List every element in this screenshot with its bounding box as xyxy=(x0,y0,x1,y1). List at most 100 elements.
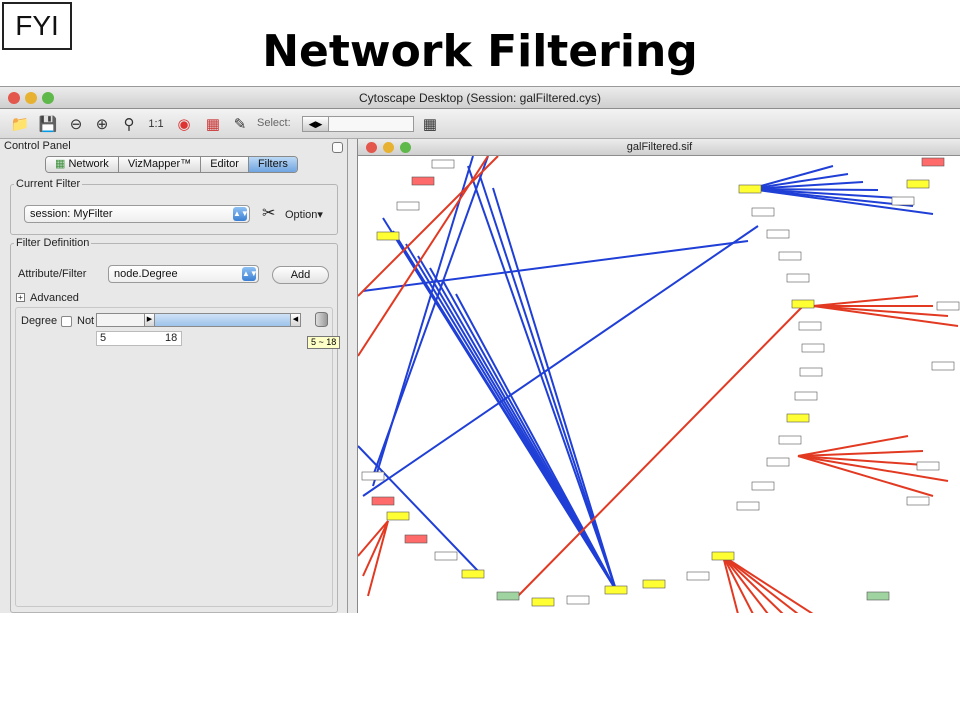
advanced-label[interactable]: Advanced xyxy=(30,292,79,304)
network-node[interactable] xyxy=(801,343,825,353)
option-button[interactable]: Option▾ xyxy=(285,208,323,221)
filter-definition-group xyxy=(10,243,338,613)
network-node[interactable] xyxy=(778,251,802,261)
network-edge xyxy=(722,555,754,613)
network-edge xyxy=(812,305,959,327)
control-panel-tabs: ▦ Network VizMapper™ Editor Filters xyxy=(45,156,298,173)
network-node[interactable] xyxy=(751,207,775,217)
close-window-icon[interactable] xyxy=(8,92,20,104)
current-filter-select[interactable]: session: MyFilter ▲▼ xyxy=(24,205,250,223)
network-node[interactable] xyxy=(434,551,458,561)
network-node[interactable] xyxy=(361,471,385,481)
current-filter-title: Current Filter xyxy=(14,178,83,190)
open-folder-icon[interactable]: 📁 xyxy=(10,116,30,133)
network-node[interactable] xyxy=(431,159,455,169)
network-edge xyxy=(362,520,389,577)
main-toolbar: 📁 💾 ⊖ ⊕ ⚲ 1:1 ◉ ▦ ✎ Select: ◀▶ ▦ xyxy=(0,109,960,139)
degree-range-slider[interactable]: ▶ ◀ xyxy=(96,313,301,327)
zoom-1to1-icon[interactable]: 1:1 xyxy=(148,118,164,130)
network-node[interactable] xyxy=(906,179,930,189)
add-button[interactable]: Add xyxy=(272,266,329,284)
zoom-selected-icon[interactable]: ⚲ xyxy=(123,116,135,133)
degree-label: Degree xyxy=(21,315,58,327)
attribute-select[interactable]: node.Degree ▲▼ xyxy=(108,265,259,283)
vizmapper-icon[interactable]: ▦ xyxy=(205,116,221,133)
network-node[interactable] xyxy=(686,571,710,581)
edit-icon[interactable]: ✎ xyxy=(233,116,247,133)
tab-network[interactable]: ▦ Network xyxy=(46,157,119,172)
save-icon[interactable]: 💾 xyxy=(38,116,58,133)
network-node[interactable] xyxy=(891,196,915,206)
network-node[interactable] xyxy=(921,157,945,167)
network-node[interactable] xyxy=(766,229,790,239)
lifesaver-icon[interactable]: ◉ xyxy=(177,116,191,133)
network-node[interactable] xyxy=(386,511,410,521)
network-node[interactable] xyxy=(936,301,960,311)
network-node[interactable] xyxy=(931,361,955,371)
network-node[interactable] xyxy=(786,413,810,423)
network-node[interactable] xyxy=(376,231,400,241)
minimize-window-icon[interactable] xyxy=(383,142,394,153)
network-node[interactable] xyxy=(411,176,435,186)
network-node[interactable] xyxy=(906,496,930,506)
network-edge xyxy=(749,181,864,190)
expand-plus-icon[interactable]: + xyxy=(16,293,25,302)
chevron-updown-icon: ▲▼ xyxy=(242,267,258,281)
network-edge xyxy=(749,188,934,215)
network-node[interactable] xyxy=(566,595,590,605)
minimize-window-icon[interactable] xyxy=(25,92,37,104)
attribute-filter-label: Attribute/Filter xyxy=(18,268,87,280)
zoom-window-icon[interactable] xyxy=(42,92,54,104)
tab-vizmapper[interactable]: VizMapper™ xyxy=(118,157,202,172)
network-node[interactable] xyxy=(711,551,735,561)
network-node[interactable] xyxy=(396,201,420,211)
scissors-icon[interactable]: ✂ xyxy=(262,205,276,222)
network-node[interactable] xyxy=(496,591,520,601)
network-node[interactable] xyxy=(642,579,666,589)
select-slider[interactable]: ◀▶ xyxy=(302,116,414,132)
panel-close-icon[interactable] xyxy=(332,142,343,153)
network-edge xyxy=(797,450,924,457)
network-node[interactable] xyxy=(371,496,395,506)
zoom-window-icon[interactable] xyxy=(400,142,411,153)
network-edge xyxy=(358,445,479,572)
network-node[interactable] xyxy=(766,457,790,467)
network-node[interactable] xyxy=(799,367,823,377)
current-filter-value: session: MyFilter xyxy=(30,208,113,220)
network-node[interactable] xyxy=(738,184,762,194)
select-label: Select: xyxy=(257,117,291,129)
network-node[interactable] xyxy=(791,299,815,309)
range-high-value: 18 xyxy=(165,332,178,344)
network-node[interactable] xyxy=(404,534,428,544)
network-edge xyxy=(722,555,799,613)
not-checkbox[interactable] xyxy=(61,316,72,327)
network-node[interactable] xyxy=(866,591,890,601)
range-low-handle[interactable]: ▶ xyxy=(144,313,155,327)
zoom-out-icon[interactable]: ⊖ xyxy=(69,116,83,133)
network-graph-canvas[interactable] xyxy=(358,156,960,613)
close-window-icon[interactable] xyxy=(366,142,377,153)
tab-filters[interactable]: Filters xyxy=(248,157,297,172)
network-node[interactable] xyxy=(916,461,940,471)
network-edge xyxy=(358,520,389,557)
network-node[interactable] xyxy=(604,585,628,595)
network-node[interactable] xyxy=(751,481,775,491)
filter-icon[interactable]: ▦ xyxy=(422,116,438,133)
network-edge xyxy=(722,555,814,613)
network-node[interactable] xyxy=(794,391,818,401)
network-edge xyxy=(467,165,617,591)
network-node[interactable] xyxy=(531,597,555,607)
slider-arrows-icon[interactable]: ◀▶ xyxy=(303,117,329,131)
network-edge xyxy=(358,156,499,297)
tab-editor[interactable]: Editor xyxy=(201,157,249,172)
database-icon[interactable] xyxy=(315,312,328,327)
network-node[interactable] xyxy=(798,321,822,331)
fyi-badge: FYI xyxy=(2,2,72,50)
network-node[interactable] xyxy=(786,273,810,283)
tab-label: Network xyxy=(68,158,109,170)
range-high-handle[interactable]: ◀ xyxy=(290,313,301,327)
network-node[interactable] xyxy=(736,501,760,511)
network-node[interactable] xyxy=(778,435,802,445)
zoom-in-icon[interactable]: ⊕ xyxy=(95,116,109,133)
network-node[interactable] xyxy=(461,569,485,579)
